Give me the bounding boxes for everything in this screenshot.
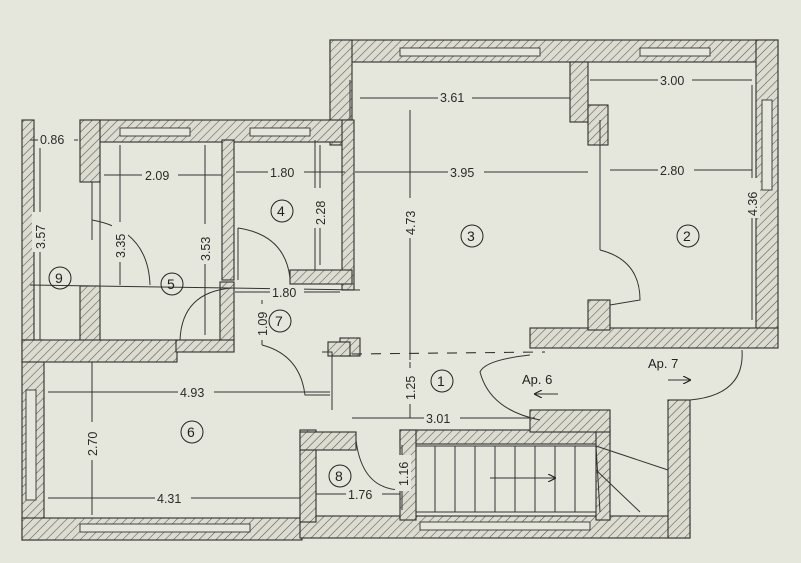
windows — [25, 47, 773, 533]
apartment-labels: Ap. 6 Ap. 7 — [522, 356, 690, 394]
apartment-label-6: Ap. 6 — [522, 372, 552, 387]
dim-4-93: 4.93 — [180, 386, 204, 400]
apartment-label-7: Ap. 7 — [648, 356, 678, 371]
dim-2-70: 2.70 — [86, 432, 100, 456]
wall-room2-bottom — [529, 327, 779, 349]
dim-2-28: 2.28 — [314, 201, 328, 225]
wall-room4-bottom — [289, 269, 353, 285]
dim-2-80: 2.80 — [660, 164, 684, 178]
dimension-labels: 3.61 3.00 0.86 2.09 1.80 3.95 2.80 4.36 … — [32, 72, 760, 506]
wall-7-stub — [327, 341, 351, 357]
wall-5-4 — [221, 139, 235, 281]
dim-4-36: 4.36 — [746, 192, 760, 216]
wall-room6-right — [299, 429, 317, 523]
wall-room3-left-top — [329, 39, 353, 146]
dim-3-95: 3.95 — [450, 166, 474, 180]
dim-2-09: 2.09 — [145, 169, 169, 183]
room-number-8: 8 — [335, 468, 343, 484]
dim-1-80-top: 1.80 — [270, 166, 294, 180]
dim-0-86: 0.86 — [40, 133, 64, 147]
dim-3-35: 3.35 — [114, 234, 128, 258]
wall-room8-top — [299, 431, 357, 451]
dimension-lines — [30, 79, 753, 515]
dim-3-00: 3.00 — [660, 74, 684, 88]
doors — [91, 219, 743, 491]
wall-stair-top-right — [529, 409, 611, 433]
dim-4-31: 4.31 — [157, 492, 181, 506]
wall-bottom-right-end — [667, 399, 691, 539]
room-number-5: 5 — [167, 276, 175, 292]
dim-3-53: 3.53 — [199, 237, 213, 261]
dim-3-01: 3.01 — [426, 412, 450, 426]
wall-2-3-mid — [587, 104, 609, 146]
room-numbers: 1 2 3 4 5 6 7 8 9 — [48, 199, 700, 488]
wall-left-upper — [79, 119, 101, 183]
wall-2-3-lower — [587, 299, 611, 331]
room-number-1: 1 — [437, 373, 445, 389]
room-number-4: 4 — [277, 203, 285, 219]
room-number-6: 6 — [187, 424, 195, 440]
room-number-9: 9 — [55, 270, 63, 286]
wall-room3-left — [341, 119, 355, 291]
room-number-7: 7 — [275, 313, 283, 329]
wall-2-3-upper — [569, 61, 589, 123]
wall-7-bottom — [175, 339, 235, 353]
wall-room6-top — [21, 339, 178, 363]
dim-1-25: 1.25 — [404, 376, 418, 400]
dim-1-76: 1.76 — [348, 488, 372, 502]
dim-3-57: 3.57 — [34, 225, 48, 249]
wall-left-lower — [79, 285, 101, 347]
dim-1-09: 1.09 — [256, 312, 270, 336]
dim-3-61: 3.61 — [440, 91, 464, 105]
dim-1-80-mid: 1.80 — [272, 286, 296, 300]
dim-1-16: 1.16 — [397, 462, 411, 486]
room-number-2: 2 — [683, 228, 691, 244]
wall-top-right — [329, 39, 779, 63]
dim-4-73: 4.73 — [404, 211, 418, 235]
room-number-3: 3 — [467, 228, 475, 244]
